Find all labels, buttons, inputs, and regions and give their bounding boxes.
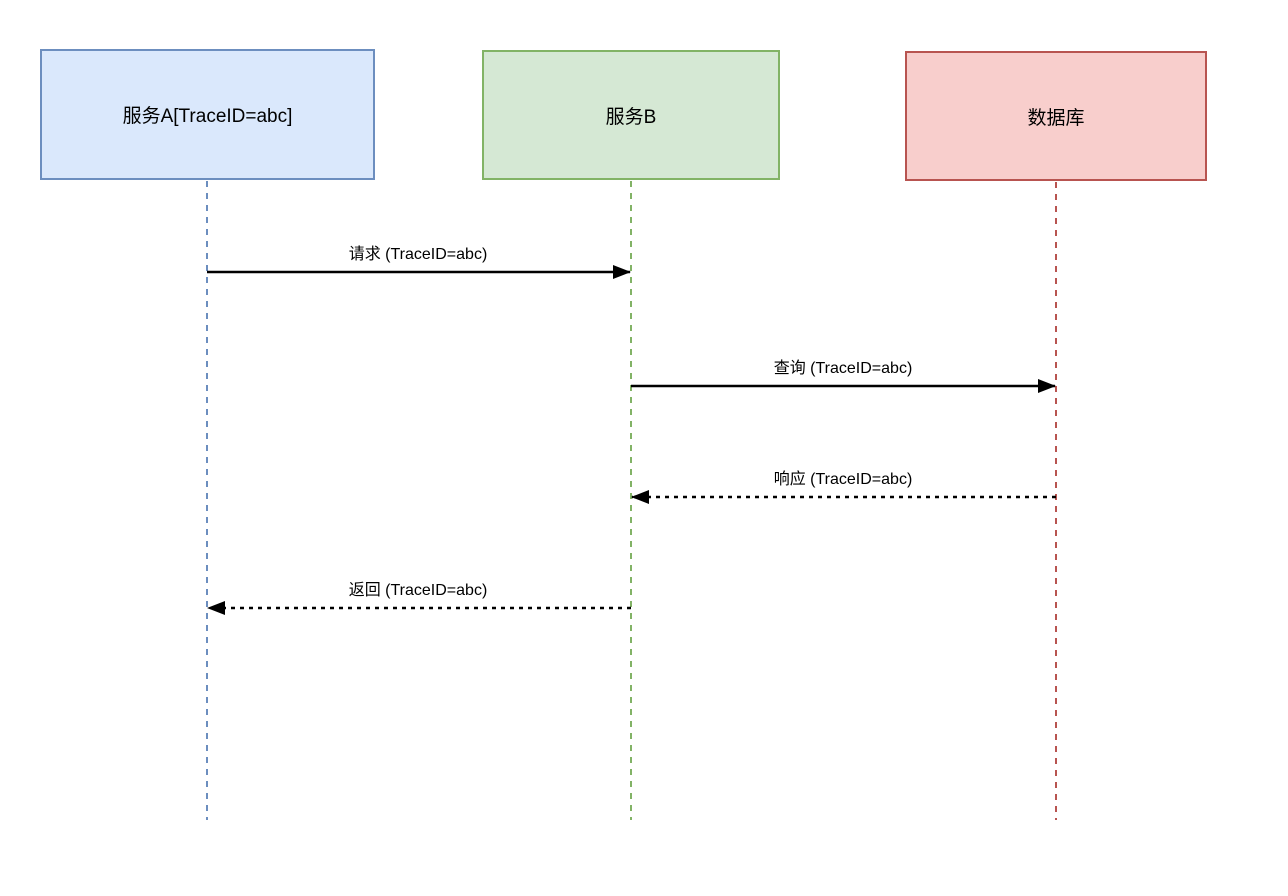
actor-database: 数据库: [905, 51, 1207, 181]
actor-database-label: 数据库: [1027, 107, 1085, 129]
actor-service-b: 服务B: [482, 50, 780, 180]
message-label-response: 响应 (TraceID=abc): [770, 470, 916, 490]
actor-service-a: 服务A[TraceID=abc]: [40, 49, 375, 180]
actor-service-b-label: 服务B: [605, 106, 657, 128]
message-label-return: 返回 (TraceID=abc): [345, 581, 491, 601]
actor-service-a-label: 服务A[TraceID=abc]: [122, 106, 293, 127]
message-label-request: 请求 (TraceID=abc): [345, 245, 491, 265]
message-label-query: 查询 (TraceID=abc): [770, 359, 916, 379]
